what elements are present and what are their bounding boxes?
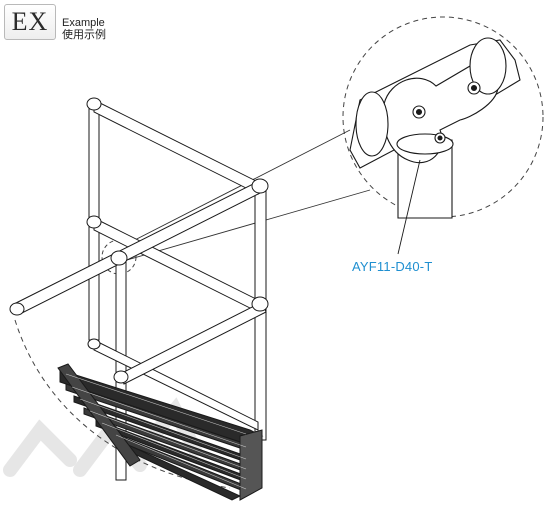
example-label: Example xyxy=(62,17,105,29)
example-badge-text: EX xyxy=(11,7,49,36)
joint-highlighted xyxy=(110,250,128,266)
part-code-label: AYF11-D40-T xyxy=(352,259,433,274)
joint-mid-left xyxy=(86,215,102,229)
magnified-t-joint xyxy=(349,37,521,219)
stringer-right xyxy=(239,429,263,501)
leader-line-upper xyxy=(126,129,351,245)
example-label-cn: 使用示例 xyxy=(62,28,106,41)
part-code-leader xyxy=(397,159,421,255)
joint-lower-mid xyxy=(113,370,129,384)
leader-line-lower xyxy=(126,189,371,261)
joint-top-left xyxy=(86,97,102,111)
joint-mid-right xyxy=(251,296,269,312)
joint-top-right xyxy=(251,178,269,194)
example-badge: EX xyxy=(4,4,56,40)
joint-post-base xyxy=(87,338,101,350)
tread-highlights xyxy=(65,373,247,490)
magnified-rim-right xyxy=(469,37,507,95)
platform-treads xyxy=(57,363,264,501)
joints xyxy=(9,97,269,384)
lower-diagonal-rail xyxy=(119,301,267,385)
magnified-rim-left xyxy=(355,91,389,157)
top-rail xyxy=(93,99,259,195)
joint-front-end xyxy=(9,302,25,316)
